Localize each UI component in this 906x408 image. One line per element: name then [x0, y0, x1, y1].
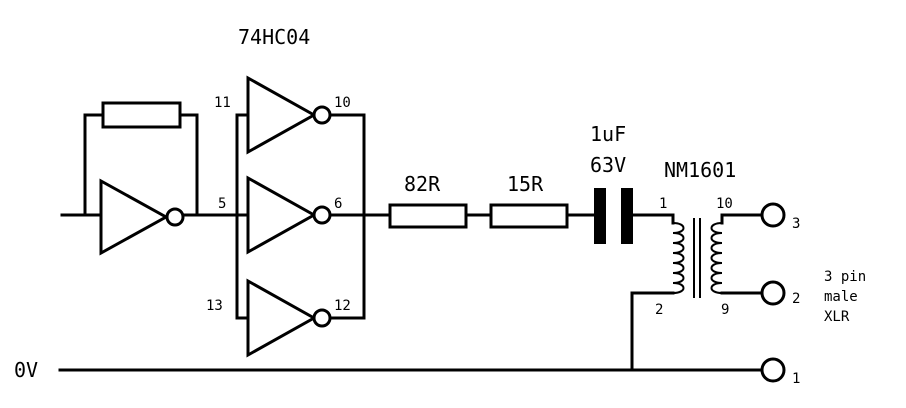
primary-ground-wire [630, 291, 675, 372]
xlr-pin-1-label: 1 [792, 371, 800, 387]
transformer-pin-1: 1 [659, 196, 667, 212]
pin-12: 12 [334, 298, 351, 314]
ic-label: 74HC04 [238, 25, 310, 49]
inverter-top [246, 75, 332, 155]
xlr-terminal-3 [760, 202, 786, 228]
transformer-pin-2: 2 [655, 302, 663, 318]
xlr-pin-3-label: 3 [792, 216, 800, 232]
feedback-loop [83, 101, 199, 217]
pin-13: 13 [206, 298, 223, 314]
capacitor-value-label: 1uF [590, 122, 626, 146]
inverter-bottom [246, 278, 332, 358]
resistor-82r [388, 203, 468, 229]
input-bus [235, 113, 250, 320]
pin-11: 11 [214, 95, 231, 111]
feedback-resistor [101, 101, 182, 129]
capacitor-voltage-label: 63V [590, 153, 626, 177]
resistor-82r-label: 82R [404, 172, 441, 196]
connector-line-3: XLR [824, 309, 850, 325]
pin-6: 6 [334, 196, 342, 212]
transformer-label: NM1601 [664, 158, 736, 182]
connector-line-2: male [824, 289, 858, 305]
xlr-terminal-2 [760, 280, 786, 306]
inverter-middle [246, 175, 332, 255]
connector-line-1: 3 pin [824, 269, 866, 285]
pin-10: 10 [334, 95, 351, 111]
transformer-pin-10: 10 [716, 196, 733, 212]
transformer [672, 218, 723, 298]
resistor-15r [489, 203, 569, 229]
resistor-15r-label: 15R [507, 172, 544, 196]
input-inverter [99, 178, 185, 256]
transformer-pin-9: 9 [721, 302, 729, 318]
xlr-hot-wire [720, 213, 764, 225]
capacitor [594, 188, 633, 244]
cap-to-transformer-wire [631, 213, 675, 225]
pin-5: 5 [218, 196, 226, 212]
xlr-terminal-1 [760, 357, 786, 383]
ground-label: 0V [14, 358, 38, 382]
xlr-pin-2-label: 2 [792, 291, 800, 307]
